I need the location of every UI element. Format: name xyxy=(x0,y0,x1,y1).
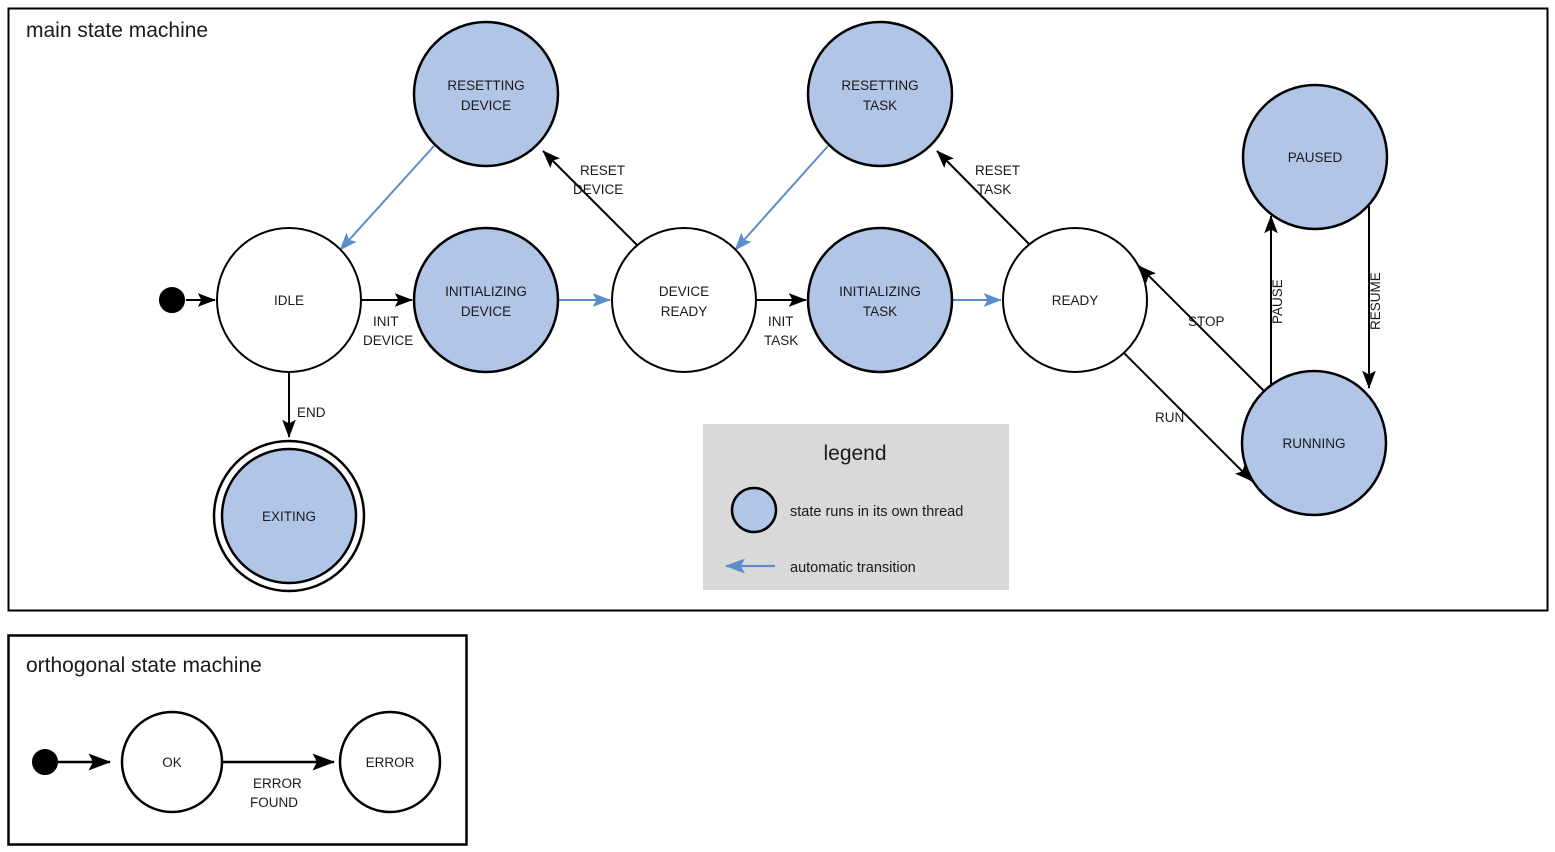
edge-label-init-task-line1: INIT xyxy=(768,314,794,329)
main-frame-title: main state machine xyxy=(26,19,208,42)
edge-label-init-device-line1: INIT xyxy=(373,314,399,329)
state-label-idle: IDLE xyxy=(274,293,304,308)
state-label-device-ready-line2: READY xyxy=(661,304,708,319)
transition-resetting-device-idle[interactable] xyxy=(339,145,435,251)
edge-label-reset-task-line1: RESET xyxy=(975,163,1020,178)
state-node-paused[interactable]: PAUSED xyxy=(1241,83,1389,231)
transition-running-ready[interactable] xyxy=(1138,265,1268,395)
orthogonal-transition-labels: ERROR FOUND xyxy=(250,776,302,810)
legend-item-auto-transition-label: automatic transition xyxy=(790,560,916,576)
state-label-ready: READY xyxy=(1052,293,1099,308)
state-label-paused: PAUSED xyxy=(1288,150,1343,165)
state-label-resetting-task-line2: TASK xyxy=(863,98,897,113)
transition-ready-resetting-task[interactable] xyxy=(936,150,1034,249)
state-label-resetting-device-line2: DEVICE xyxy=(461,98,511,113)
state-circle-initializing-task[interactable] xyxy=(806,226,954,374)
transition-ready-running[interactable] xyxy=(1122,351,1253,482)
state-label-initializing-task-line1: INITIALIZING xyxy=(839,284,921,299)
transition-device-ready-resetting-device[interactable] xyxy=(542,150,641,249)
state-node-resetting-task[interactable]: RESETTING TASK xyxy=(806,20,954,168)
state-label-ok: OK xyxy=(162,755,182,770)
state-circle-running[interactable] xyxy=(1240,369,1388,517)
state-circle-ready[interactable] xyxy=(1002,227,1148,373)
edge-label-resume: RESUME xyxy=(1368,272,1383,330)
main-transitions xyxy=(186,145,1376,482)
legend-item-thread-state-label: state runs in its own thread xyxy=(790,504,963,520)
state-circle-resetting-device[interactable] xyxy=(412,20,560,168)
legend-thread-state-icon xyxy=(730,486,778,534)
state-node-ready[interactable]: READY xyxy=(1002,227,1148,373)
edge-label-error-found-line2: FOUND xyxy=(250,795,298,810)
edge-label-reset-task-line2: TASK xyxy=(977,182,1011,197)
state-node-device-ready[interactable]: DEVICE READY xyxy=(611,227,757,373)
state-circle-ok[interactable] xyxy=(120,710,224,814)
state-circle-exiting-inner[interactable] xyxy=(220,447,358,585)
state-label-resetting-task-line1: RESETTING xyxy=(841,78,918,93)
state-label-initializing-device-line1: INITIALIZING xyxy=(445,284,527,299)
state-circle-error[interactable] xyxy=(338,710,442,814)
state-node-error[interactable]: ERROR xyxy=(338,710,442,814)
state-node-exiting[interactable]: EXITING xyxy=(212,439,366,593)
transition-resetting-task-device-ready[interactable] xyxy=(734,145,829,251)
state-circle-device-ready[interactable] xyxy=(611,227,757,373)
state-circle-idle[interactable] xyxy=(216,227,362,373)
state-circle-initializing-device[interactable] xyxy=(412,226,560,374)
state-label-error: ERROR xyxy=(366,755,415,770)
state-label-initializing-device-line2: DEVICE xyxy=(461,304,511,319)
state-label-exiting: EXITING xyxy=(262,509,316,524)
edge-label-reset-device-line1: RESET xyxy=(580,163,625,178)
edge-label-end: END xyxy=(297,405,326,420)
state-circle-resetting-task[interactable] xyxy=(806,20,954,168)
initial-state-marker-orthogonal xyxy=(32,749,58,775)
state-label-device-ready-line1: DEVICE xyxy=(659,284,709,299)
state-node-ok[interactable]: OK xyxy=(120,710,224,814)
edge-label-pause: PAUSE xyxy=(1270,279,1285,324)
state-node-resetting-device[interactable]: RESETTING DEVICE xyxy=(412,20,560,168)
state-node-initializing-device[interactable]: INITIALIZING DEVICE xyxy=(412,226,560,374)
state-label-running: RUNNING xyxy=(1283,436,1346,451)
state-node-idle[interactable]: IDLE xyxy=(216,227,362,373)
orthogonal-frame-title: orthogonal state machine xyxy=(26,654,262,677)
edge-label-init-task-line2: TASK xyxy=(764,333,798,348)
edge-label-stop: STOP xyxy=(1188,314,1225,329)
legend-panel: legend state runs in its own thread auto… xyxy=(703,424,1009,590)
edge-label-error-found-line1: ERROR xyxy=(253,776,302,791)
edge-label-reset-device-line2: DEVICE xyxy=(573,182,623,197)
state-node-initializing-task[interactable]: INITIALIZING TASK xyxy=(806,226,954,374)
state-circle-paused[interactable] xyxy=(1241,83,1389,231)
initial-state-marker-main xyxy=(159,287,185,313)
state-label-initializing-task-line2: TASK xyxy=(863,304,897,319)
legend-title: legend xyxy=(823,442,886,465)
state-label-resetting-device-line1: RESETTING xyxy=(447,78,524,93)
state-node-running[interactable]: RUNNING xyxy=(1240,369,1388,517)
main-transition-labels: INIT DEVICE RESET DEVICE INIT TASK RESET… xyxy=(297,163,1383,425)
edge-label-run: RUN xyxy=(1155,410,1184,425)
edge-label-init-device-line2: DEVICE xyxy=(363,333,413,348)
